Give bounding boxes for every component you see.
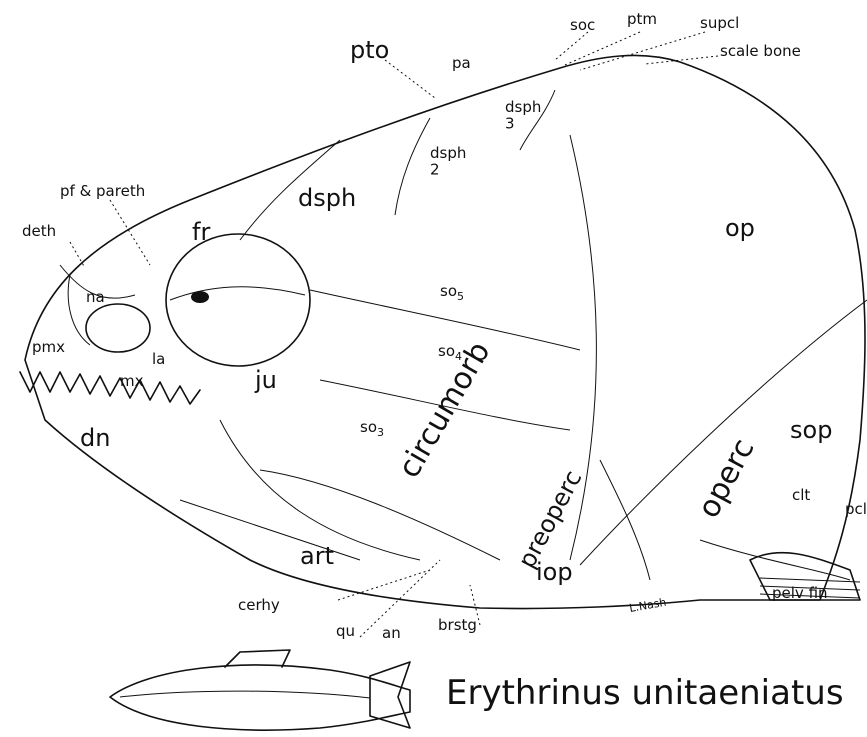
label-pf-pareth: pf & pareth [60,182,145,200]
label-mx: mx [120,372,144,390]
illustrator-credit: L.Nash [628,596,667,615]
label-pa: pa [452,54,471,72]
skull-outline [25,55,865,608]
label-na: na [86,288,105,306]
label-deth: deth [22,222,56,240]
label-iop: iop [536,558,573,586]
label-scale-bone: scale bone [720,42,801,60]
label-supcl: supcl [700,14,739,32]
label-art: art [300,542,334,570]
label-pcl: pcl [845,500,867,518]
label-clt: clt [792,486,810,504]
species-title: Erythrinus unitaeniatus [446,673,844,713]
label-qu: qu [336,622,355,640]
label-cerhy: cerhy [238,596,280,614]
label-operc: operc [691,433,761,524]
label-dn: dn [80,424,110,452]
teeth-row [20,372,200,404]
whole-fish-thumbnail [110,650,410,730]
label-an: an [382,624,401,642]
label-pmx: pmx [32,338,65,356]
label-op: op [725,214,755,242]
pupil-mark [191,291,209,303]
bone-sutures [60,90,867,580]
label-ju: ju [254,366,277,394]
label-sop: sop [790,416,832,444]
label-ptm: ptm [627,10,657,28]
eye [166,234,310,366]
label-so3: so3 [360,418,384,439]
label-la: la [152,350,165,368]
label-so5: so5 [440,282,464,303]
nostril [86,304,150,352]
label-fr: fr [192,218,210,246]
label-pelv-fin: pelv fin [772,584,828,602]
label-dsph: dsph [298,184,356,212]
label-pto: pto [350,36,389,64]
label-brstg: brstg [438,616,477,634]
label-preoperc: preoperc [513,466,588,573]
label-soc: soc [570,16,595,34]
